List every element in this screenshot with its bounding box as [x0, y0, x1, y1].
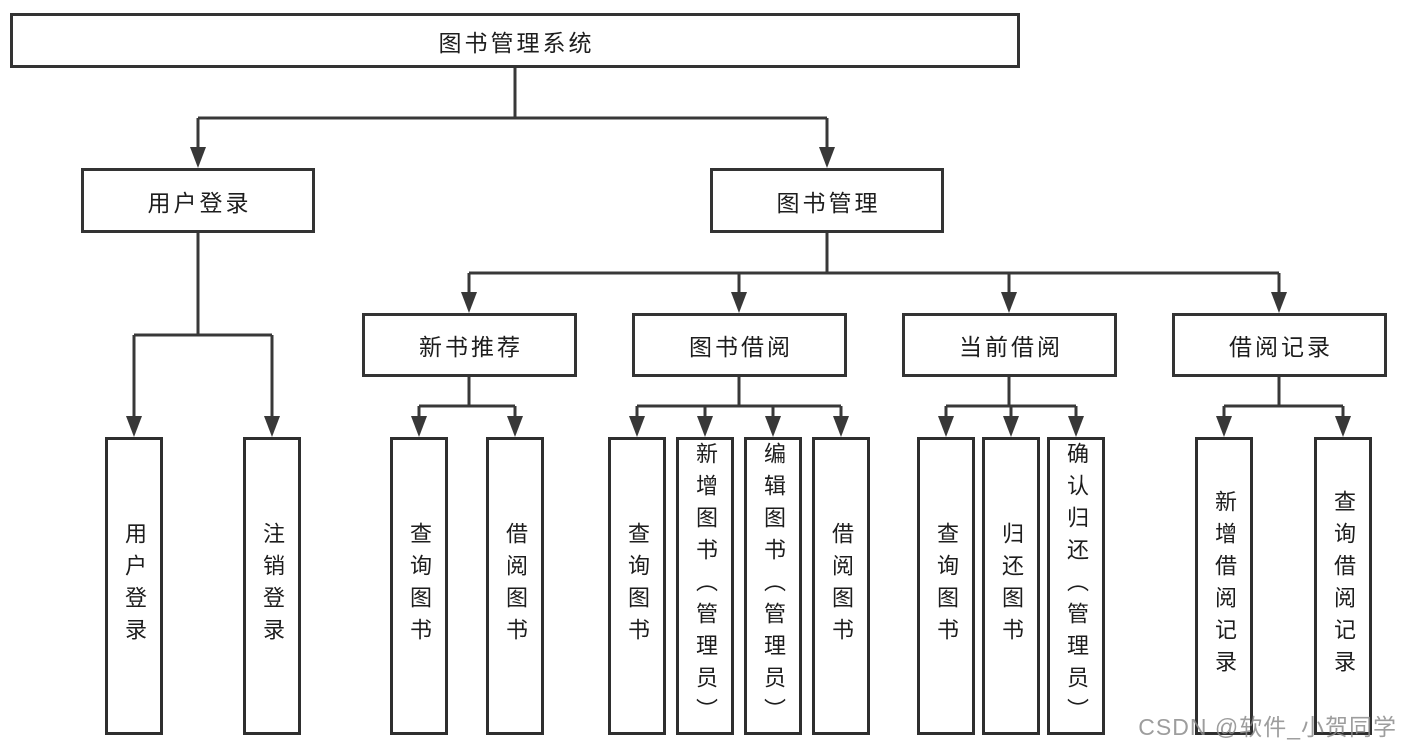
- node-root: 图书管理系统: [10, 13, 1020, 68]
- node-current-borrowing: 当前借阅: [902, 313, 1117, 377]
- leaf-label: 查询借阅记录: [1331, 490, 1356, 682]
- leaf-label: 借阅图书: [503, 522, 528, 650]
- leaf-return-books: 归还图书: [982, 437, 1040, 735]
- leaf-label: 归还图书: [999, 522, 1024, 650]
- leaf-query-books-current: 查询图书: [917, 437, 975, 735]
- leaf-add-books-admin: 新增图书（管理员）: [676, 437, 734, 735]
- leaf-query-borrow-record: 查询借阅记录: [1314, 437, 1372, 735]
- node-new-book-recommendation: 新书推荐: [362, 313, 577, 377]
- leaf-borrow-books-borrowing: 借阅图书: [812, 437, 870, 735]
- csdn-watermark: CSDN @软件_小贺同学: [1138, 714, 1397, 740]
- leaf-label: 查询图书: [407, 522, 432, 650]
- leaf-edit-books-admin: 编辑图书（管理员）: [744, 437, 802, 735]
- leaf-logout: 注销登录: [243, 437, 301, 735]
- node-book-borrowing: 图书借阅: [632, 313, 847, 377]
- leaf-label: 确认归还（管理员）: [1064, 442, 1089, 730]
- leaf-query-books-recommend: 查询图书: [390, 437, 448, 735]
- leaf-label: 编辑图书（管理员）: [761, 442, 786, 730]
- leaf-label: 借阅图书: [829, 522, 854, 650]
- leaf-label: 查询图书: [934, 522, 959, 650]
- leaf-user-login: 用户登录: [105, 437, 163, 735]
- leaf-label: 注销登录: [260, 522, 285, 650]
- leaf-label: 查询图书: [625, 522, 650, 650]
- leaf-borrow-books-recommend: 借阅图书: [486, 437, 544, 735]
- leaf-label: 新增借阅记录: [1212, 490, 1237, 682]
- tree-connector-path: [132, 68, 1345, 419]
- node-user-login: 用户登录: [81, 168, 315, 233]
- node-book-management: 图书管理: [710, 168, 944, 233]
- leaf-label: 新增图书（管理员）: [693, 442, 718, 730]
- leaf-add-borrow-record: 新增借阅记录: [1195, 437, 1253, 735]
- leaf-label: 用户登录: [122, 522, 147, 650]
- node-borrowing-records: 借阅记录: [1172, 313, 1387, 377]
- leaf-confirm-return-admin: 确认归还（管理员）: [1047, 437, 1105, 735]
- leaf-query-books-borrowing: 查询图书: [608, 437, 666, 735]
